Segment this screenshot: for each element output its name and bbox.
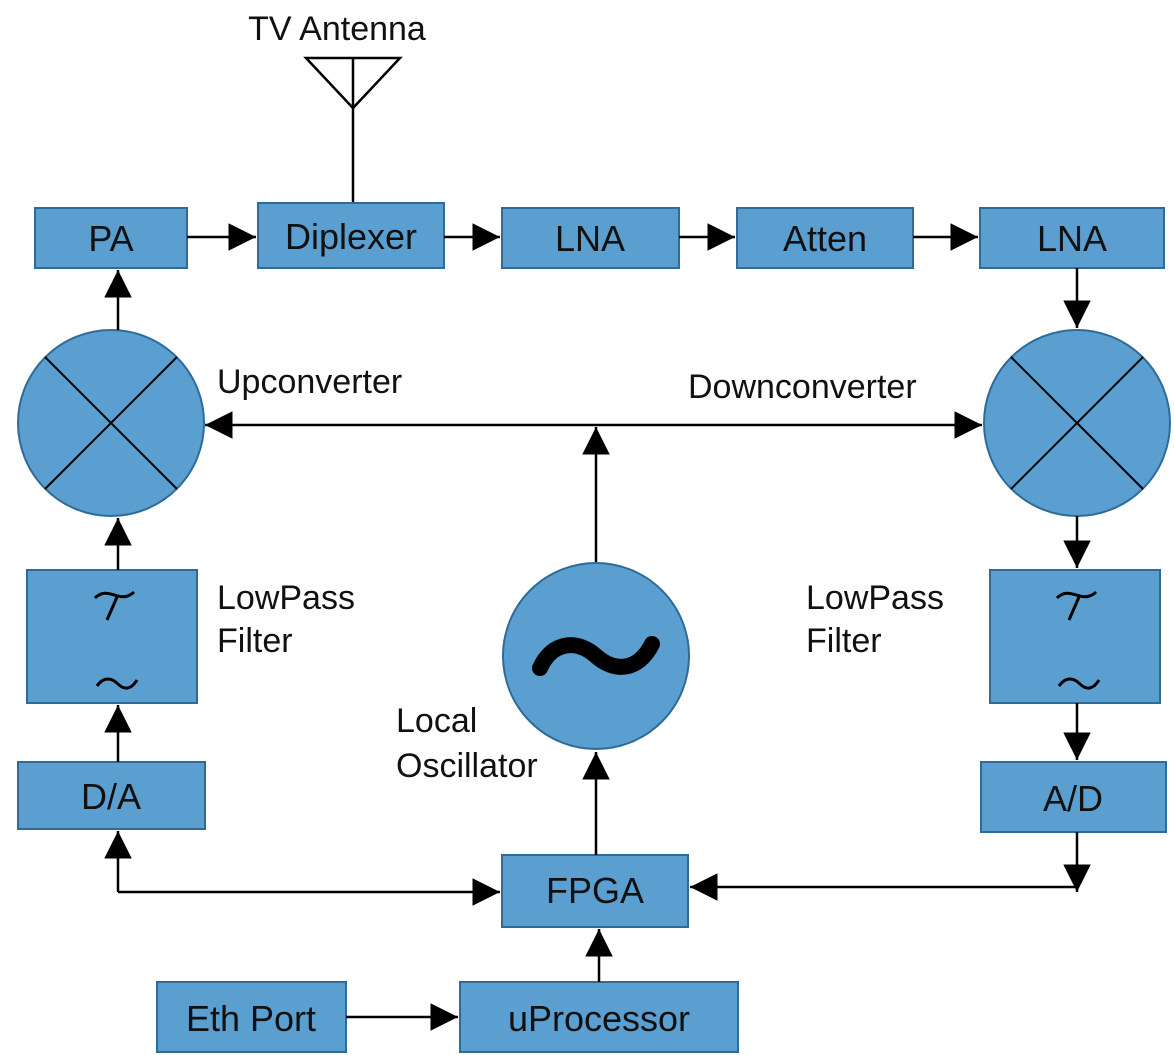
da-block: D/A (17, 761, 206, 830)
uprocessor-block: uProcessor (459, 981, 739, 1053)
lna1-block: LNA (501, 207, 680, 269)
left-lpf-label-line1: LowPass (217, 579, 355, 617)
lna1-label: LNA (555, 218, 625, 259)
fpga-block: FPGA (501, 854, 689, 928)
right-lowpass-filter-block (989, 569, 1161, 704)
right-lpf-label-line2: Filter (806, 622, 882, 660)
fpga-label: FPGA (546, 870, 644, 911)
lo-label-line2: Oscillator (396, 747, 538, 785)
left-lpf-label-line2: Filter (217, 622, 293, 660)
ad-block: A/D (980, 761, 1167, 833)
ad-label: A/D (1043, 778, 1103, 819)
antenna-icon (303, 56, 403, 205)
lna2-label: LNA (1037, 218, 1107, 259)
atten-label: Atten (783, 218, 867, 259)
da-label: D/A (81, 776, 141, 817)
eth-port-block: Eth Port (156, 981, 347, 1053)
lo-label-line1: Local (396, 702, 477, 740)
right-lpf-label-line1: LowPass (806, 579, 944, 617)
downconverter-mixer-icon (983, 329, 1171, 517)
diplexer-label: Diplexer (285, 216, 417, 257)
antenna-label: TV Antenna (248, 10, 426, 48)
uprocessor-label: uProcessor (508, 998, 690, 1039)
upconverter-mixer-icon (17, 329, 205, 517)
downconverter-label: Downconverter (688, 368, 917, 406)
diplexer-block: Diplexer (257, 202, 445, 269)
eth-port-label: Eth Port (186, 998, 316, 1039)
atten-block: Atten (736, 207, 914, 269)
left-lowpass-filter-block (26, 569, 198, 704)
pa-label: PA (88, 218, 133, 259)
upconverter-label: Upconverter (217, 363, 402, 401)
lna2-block: LNA (979, 207, 1165, 269)
pa-block: PA (34, 207, 188, 269)
local-oscillator-icon (502, 562, 690, 750)
